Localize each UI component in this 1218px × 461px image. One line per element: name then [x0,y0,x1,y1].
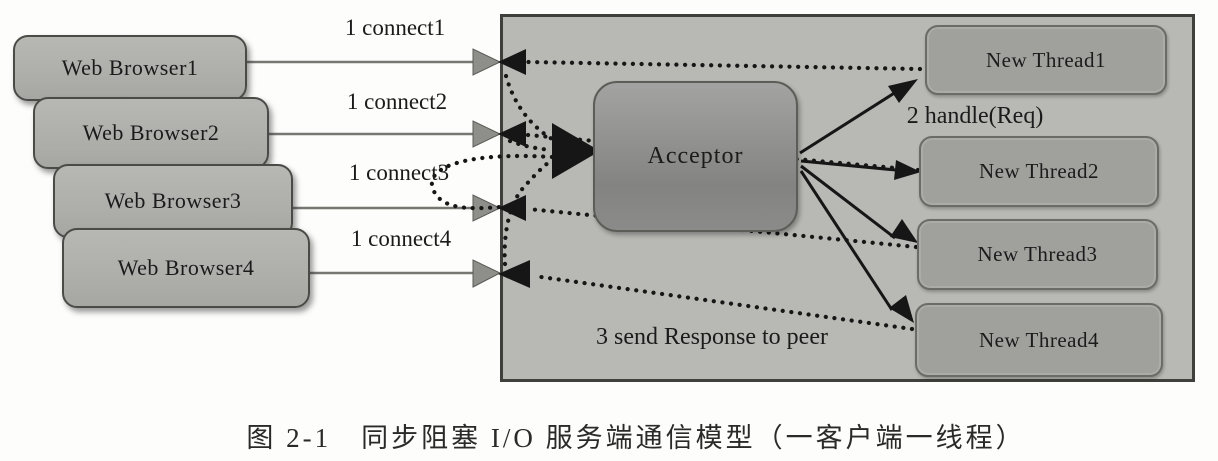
client-box-2: Web Browser2 [33,97,269,169]
client-label-4: Web Browser4 [117,255,255,280]
connect-arrowhead-4 [472,259,502,288]
thread-box-4: New Thread4 [915,303,1163,377]
dispatch-line-1 [799,90,897,155]
dispatch-arrowheads [888,79,921,323]
connect-arrowhead-3 [472,194,502,222]
acceptor-label: Acceptor [647,143,744,169]
accept-dotted-curves [429,73,555,267]
response-arrowhead-1 [498,49,526,75]
thread-box-1: New Thread1 [925,25,1167,95]
connect-label-3: 1 connect3 [348,160,450,185]
thread-label-3: New Thread3 [977,242,1098,266]
dispatch-line-4 [799,170,894,311]
thread-label-1: New Thread1 [986,47,1106,72]
connect-lines [245,60,473,275]
dispatch-arrowhead-1 [888,79,918,103]
dispatch-lines [799,90,897,311]
thread-box-3: New Thread3 [917,219,1158,290]
connect-arrowhead-2 [472,120,502,148]
response-line-1 [525,59,923,72]
client-box-3: Web Browser3 [53,164,293,238]
connect-label-1: 1 connect1 [344,15,446,40]
acceptor-box: Acceptor [593,81,798,232]
client-box-1: Web Browser1 [13,35,247,101]
figure-caption: 图 2-1 同步阻塞 I/O 服务端通信模型（一客户端一线程） [246,423,1026,453]
handle-step-label: 2 handle(Req) [906,103,1044,129]
thread-label-2: New Thread2 [979,159,1099,183]
acceptor-big-arrowhead [552,123,600,179]
connect-arrowheads [472,48,502,288]
client-box-4: Web Browser4 [62,228,310,308]
dispatch-arrowhead-4 [889,295,914,323]
client-label-2: Web Browser2 [82,120,220,145]
accept-curve-1 [503,73,555,142]
response-arrowheads [498,49,530,288]
dispatch-line-3 [800,164,896,240]
connect-arrowhead-1 [472,48,502,76]
client-label-3: Web Browser3 [104,188,242,213]
connect-label-4: 1 connect4 [350,226,452,251]
response-arrowhead-4 [498,260,530,288]
response-arrowhead-2 [498,121,526,147]
thread-label-4: New Thread4 [979,327,1099,352]
dispatch-arrowhead-3 [890,219,918,243]
dispatch-line-2 [800,159,897,172]
dispatch-arrowhead-2 [894,160,921,180]
response-step-label: 3 send Response to peer [596,324,828,350]
response-dotted-lines [525,59,923,332]
connect-label-2: 1 connect2 [346,89,448,114]
thread-box-2: New Thread2 [919,136,1159,207]
client-label-1: Web Browser1 [61,55,199,80]
response-line-4 [531,273,915,332]
response-arrowhead-3 [498,195,526,221]
accept-curve-3 [429,153,555,211]
